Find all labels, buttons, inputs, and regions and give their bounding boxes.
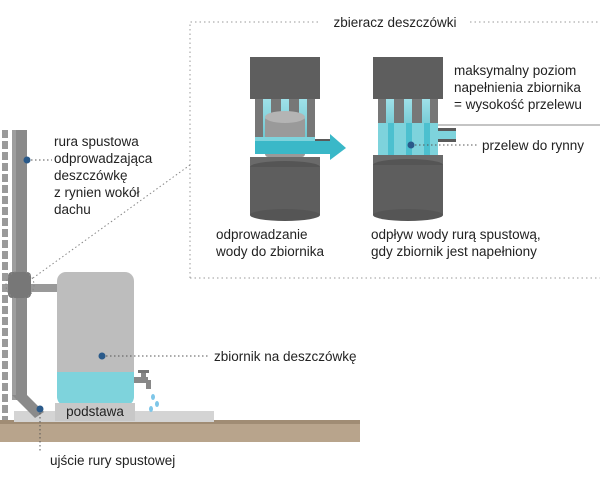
tank <box>57 272 134 405</box>
overflow-label: przelew do rynny <box>482 138 584 153</box>
callout-dot-outlet <box>36 405 44 413</box>
callout-dot-overflow <box>407 141 415 149</box>
outflow-label: odpływ wody rurą spustową, gdy zbiornik … <box>371 227 544 259</box>
collector1-top <box>250 57 320 99</box>
base-label: podstawa <box>66 404 124 419</box>
tank-water <box>57 372 134 405</box>
tank-base <box>55 403 135 421</box>
to-tank-label: odprowadzanie wody do zbiornika <box>215 227 325 259</box>
collector1-bottom <box>250 167 320 215</box>
diagram-title: zbieracz deszczówki <box>333 15 456 30</box>
flow-arrow-icon <box>255 134 346 160</box>
collector-detail-to-tank <box>250 57 346 221</box>
downpipe-label: rura spustowa odprowadzająca deszczówkę … <box>54 134 156 217</box>
max-level-label: maksymalny poziom napełnienia zbiornika … <box>454 63 585 112</box>
tank-label: zbiornik na deszczówkę <box>214 349 357 364</box>
collector2-top <box>373 57 443 99</box>
tap-icon <box>134 377 148 383</box>
collector2-bottom <box>373 165 443 215</box>
callout-dot-downpipe <box>23 156 31 164</box>
detail-frame <box>189 21 600 278</box>
ground <box>0 422 360 442</box>
collector-detail-full <box>373 57 456 221</box>
outlet-label: ujście rury spustowej <box>50 453 175 468</box>
callout-dot-tank <box>98 352 106 360</box>
downpipe-collector <box>8 272 31 298</box>
